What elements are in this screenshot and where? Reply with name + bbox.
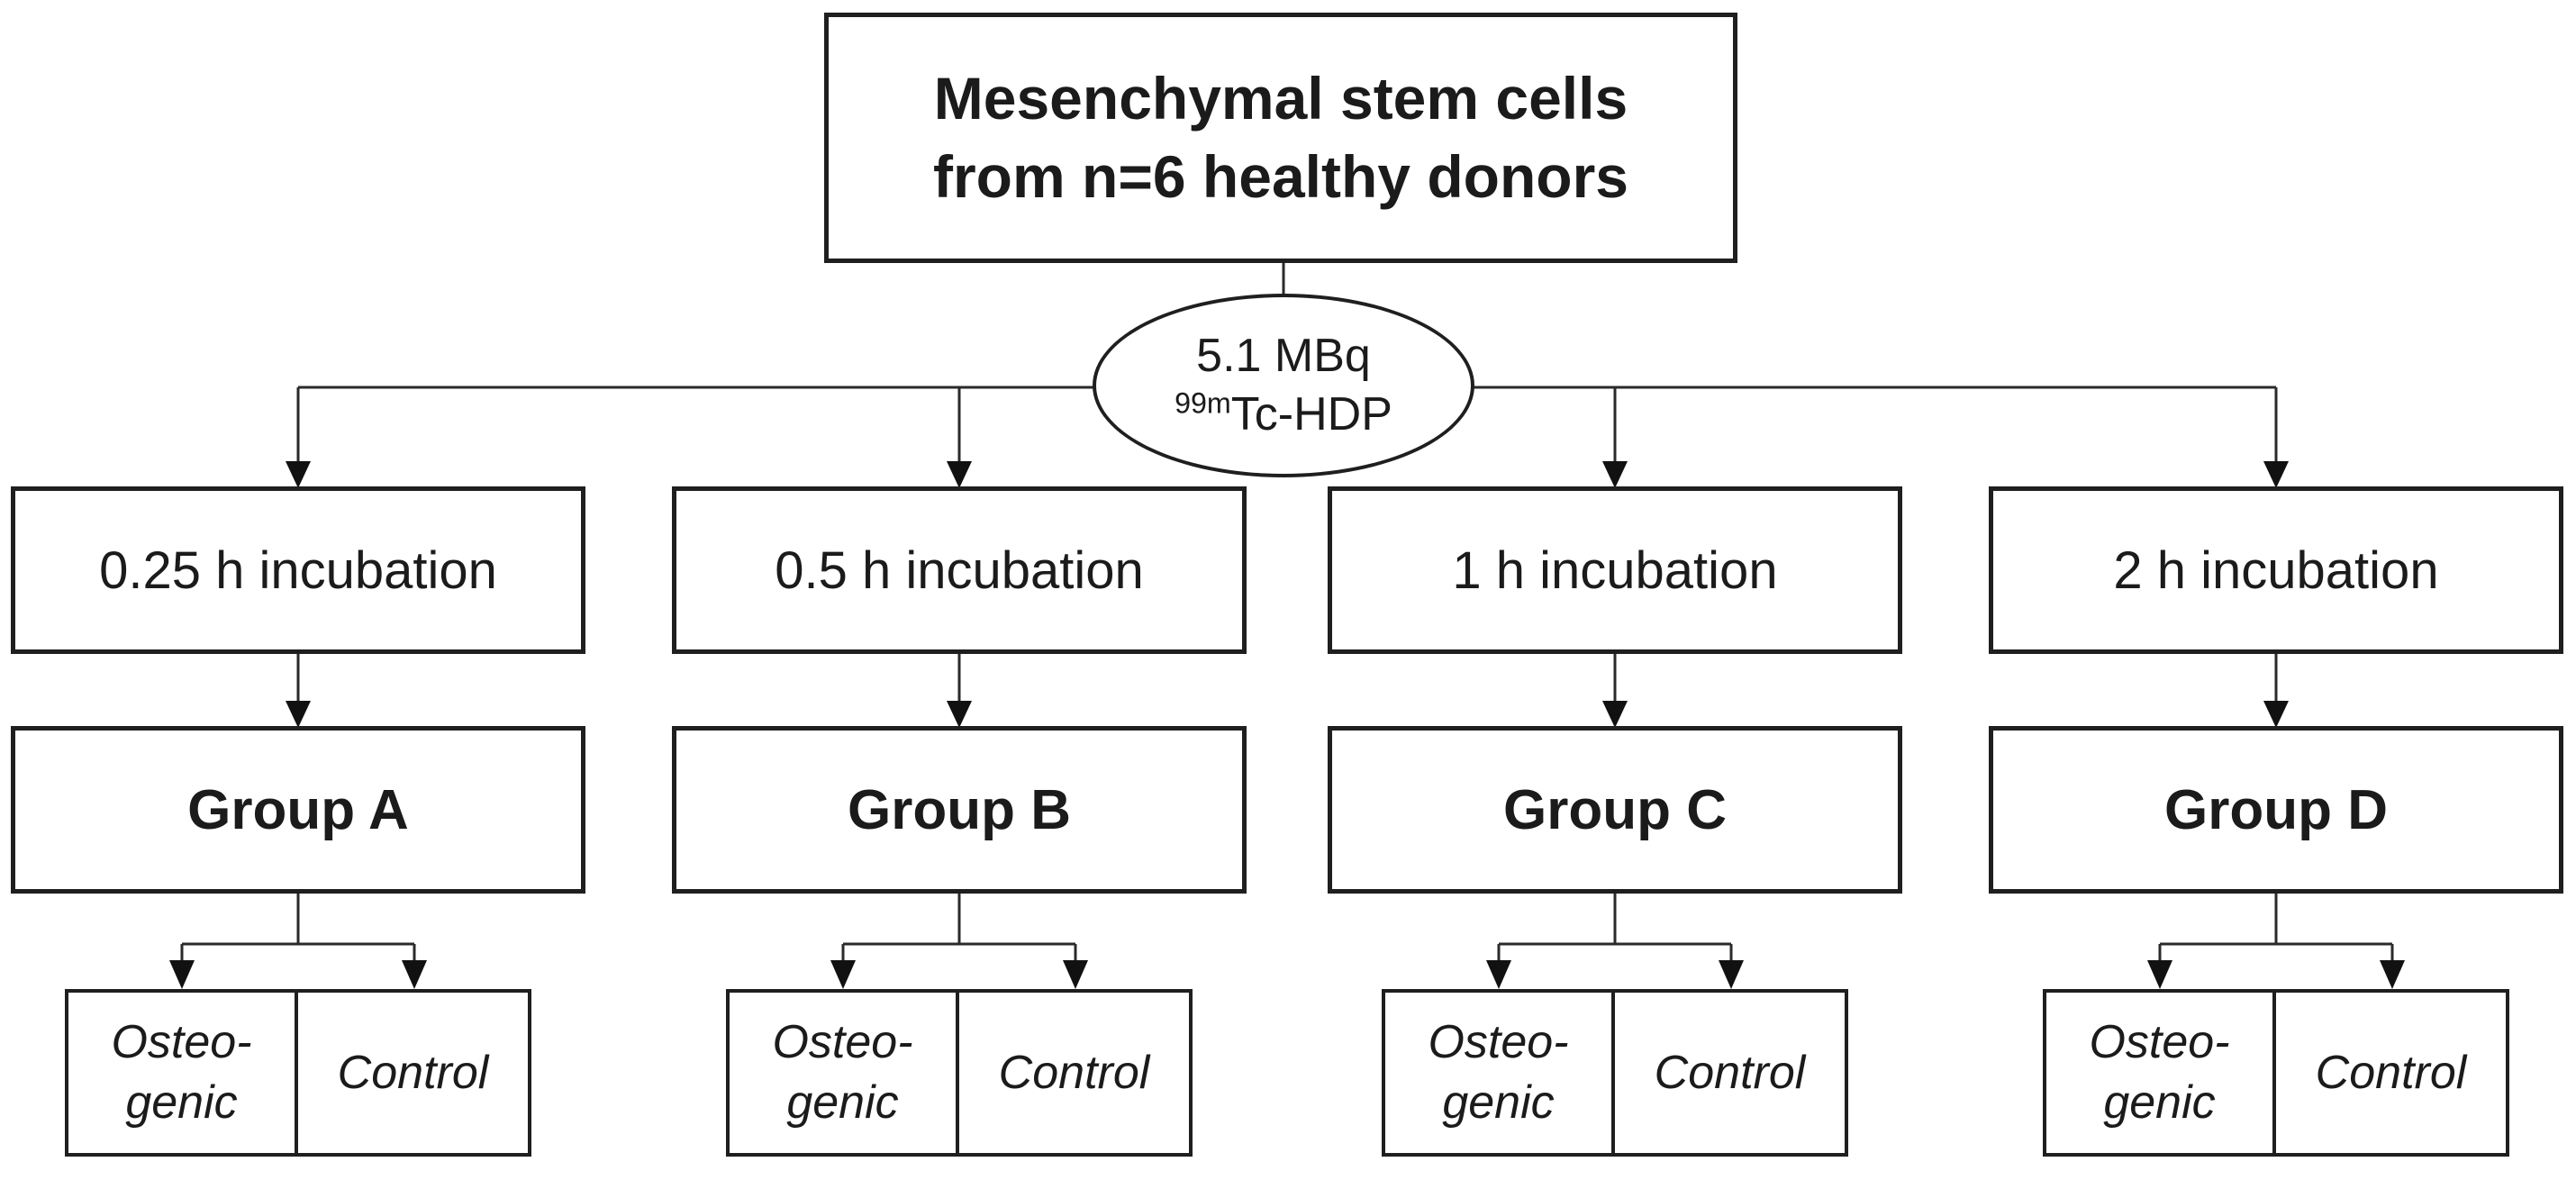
control-a-label: Control: [337, 1046, 489, 1099]
node-group-d: Group D: [1989, 726, 2563, 894]
osteogenic-b-line2: genic: [786, 1076, 899, 1129]
arm-pair-a: Osteo- genic Control: [65, 989, 531, 1157]
osteogenic-d-line2: genic: [2103, 1076, 2216, 1129]
dose-activity-label: 5.1 MBq: [1196, 330, 1371, 382]
node-incubation-b: 0.5 h incubation: [672, 486, 1247, 654]
connector-column-c: [1486, 387, 1744, 989]
control-c-label: Control: [1654, 1046, 1806, 1099]
node-group-c: Group C: [1328, 726, 1902, 894]
node-incubation-a: 0.25 h incubation: [11, 486, 585, 654]
arm-pair-b: Osteo- genic Control: [726, 989, 1193, 1157]
tracer-name: Tc-HDP: [1230, 388, 1392, 440]
incubation-c-label: 1 h incubation: [1452, 540, 1778, 600]
osteogenic-c-line1: Osteo-: [1428, 1016, 1569, 1069]
node-incubation-d: 2 h incubation: [1989, 486, 2563, 654]
node-osteogenic-b: Osteo- genic: [726, 989, 959, 1157]
node-control-b: Control: [959, 989, 1193, 1157]
connector-column-b: [830, 387, 1088, 989]
osteogenic-d-line1: Osteo-: [2089, 1016, 2230, 1069]
node-osteogenic-d: Osteo- genic: [2043, 989, 2276, 1157]
node-dose-ellipse: 5.1 MBq 99mTc-HDP: [1093, 294, 1474, 477]
group-b-label: Group B: [848, 778, 1071, 841]
arm-pair-c: Osteo- genic Control: [1382, 989, 1848, 1157]
connector-column-d: [2147, 387, 2405, 989]
node-group-b: Group B: [672, 726, 1247, 894]
incubation-d-label: 2 h incubation: [2113, 540, 2439, 600]
node-root-cells: Mesenchymal stem cells from n=6 healthy …: [824, 13, 1737, 263]
node-control-d: Control: [2276, 989, 2509, 1157]
dose-tracer-label: 99mTc-HDP: [1175, 386, 1392, 444]
osteogenic-a-line1: Osteo-: [111, 1016, 252, 1069]
node-group-a: Group A: [11, 726, 585, 894]
node-control-c: Control: [1615, 989, 1848, 1157]
group-c-label: Group C: [1503, 778, 1727, 841]
osteogenic-b-line1: Osteo-: [772, 1016, 913, 1069]
node-incubation-c: 1 h incubation: [1328, 486, 1902, 654]
osteogenic-a-line2: genic: [125, 1076, 238, 1129]
control-d-label: Control: [2315, 1046, 2467, 1099]
isotope-mass-superscript: 99m: [1175, 386, 1231, 420]
node-control-a: Control: [298, 989, 531, 1157]
incubation-b-label: 0.5 h incubation: [775, 540, 1144, 600]
root-label-line2: from n=6 healthy donors: [933, 143, 1628, 210]
connector-column-a: [169, 387, 427, 989]
group-d-label: Group D: [2164, 778, 2388, 841]
root-label-line1: Mesenchymal stem cells: [933, 64, 1628, 132]
incubation-a-label: 0.25 h incubation: [99, 540, 497, 600]
node-osteogenic-c: Osteo- genic: [1382, 989, 1615, 1157]
group-a-label: Group A: [187, 778, 409, 841]
node-osteogenic-a: Osteo- genic: [65, 989, 298, 1157]
arm-pair-d: Osteo- genic Control: [2043, 989, 2509, 1157]
control-b-label: Control: [998, 1046, 1150, 1099]
osteogenic-c-line2: genic: [1442, 1076, 1555, 1129]
